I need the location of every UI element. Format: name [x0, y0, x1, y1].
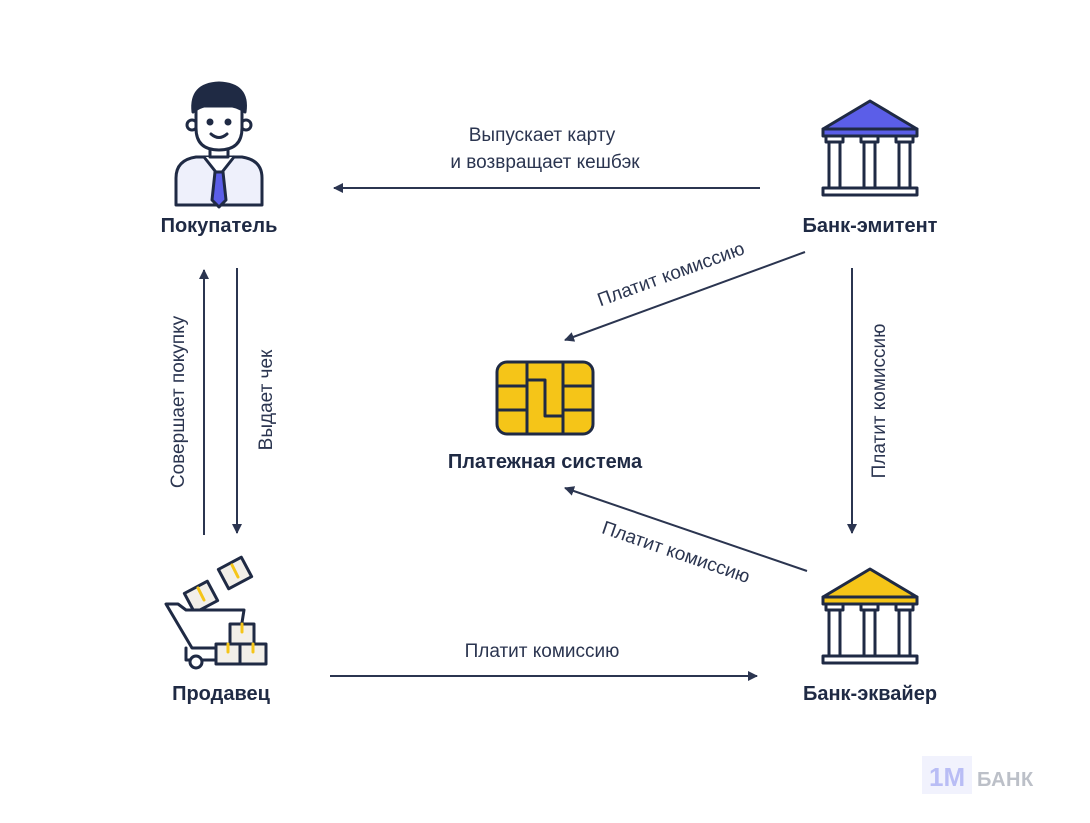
person-icon [174, 81, 264, 209]
logo-text: БАНК [977, 769, 1034, 791]
node-label-seller: Продавец [172, 683, 271, 705]
edge-label-seller-to-buyer: Выдает чек [256, 349, 277, 450]
edge-label-issuer-to-buyer-line1: Выпускает карту [469, 125, 616, 146]
logo-number: 1M [929, 762, 965, 792]
edge-label-issuer-to-buyer-line2: и возвращает кешбэк [450, 152, 640, 173]
bank-building-icon [821, 99, 919, 197]
shopping-cart-icon [164, 555, 268, 670]
edge-label-issuer-to-acquirer: Платит комиссию [869, 324, 890, 479]
bank-building-icon [821, 567, 919, 665]
arrow-issuer-to-system [564, 251, 806, 342]
node-label-acquirer: Банк-эквайер [803, 683, 937, 705]
node-label-payment-system: Платежная система [448, 451, 643, 473]
edge-label-acquirer-to-system: Платит комиссию [599, 518, 752, 588]
brand-logo: 1M БАНК [922, 756, 1034, 794]
node-label-issuer: Банк-эмитент [803, 215, 938, 237]
edge-label-seller-to-acquirer: Платит комиссию [465, 641, 620, 662]
edge-label-buyer-to-seller: Совершает покупку [168, 315, 189, 488]
card-chip-icon [495, 360, 595, 436]
node-label-buyer: Покупатель [161, 215, 278, 237]
arrow-acquirer-to-system [564, 486, 808, 572]
